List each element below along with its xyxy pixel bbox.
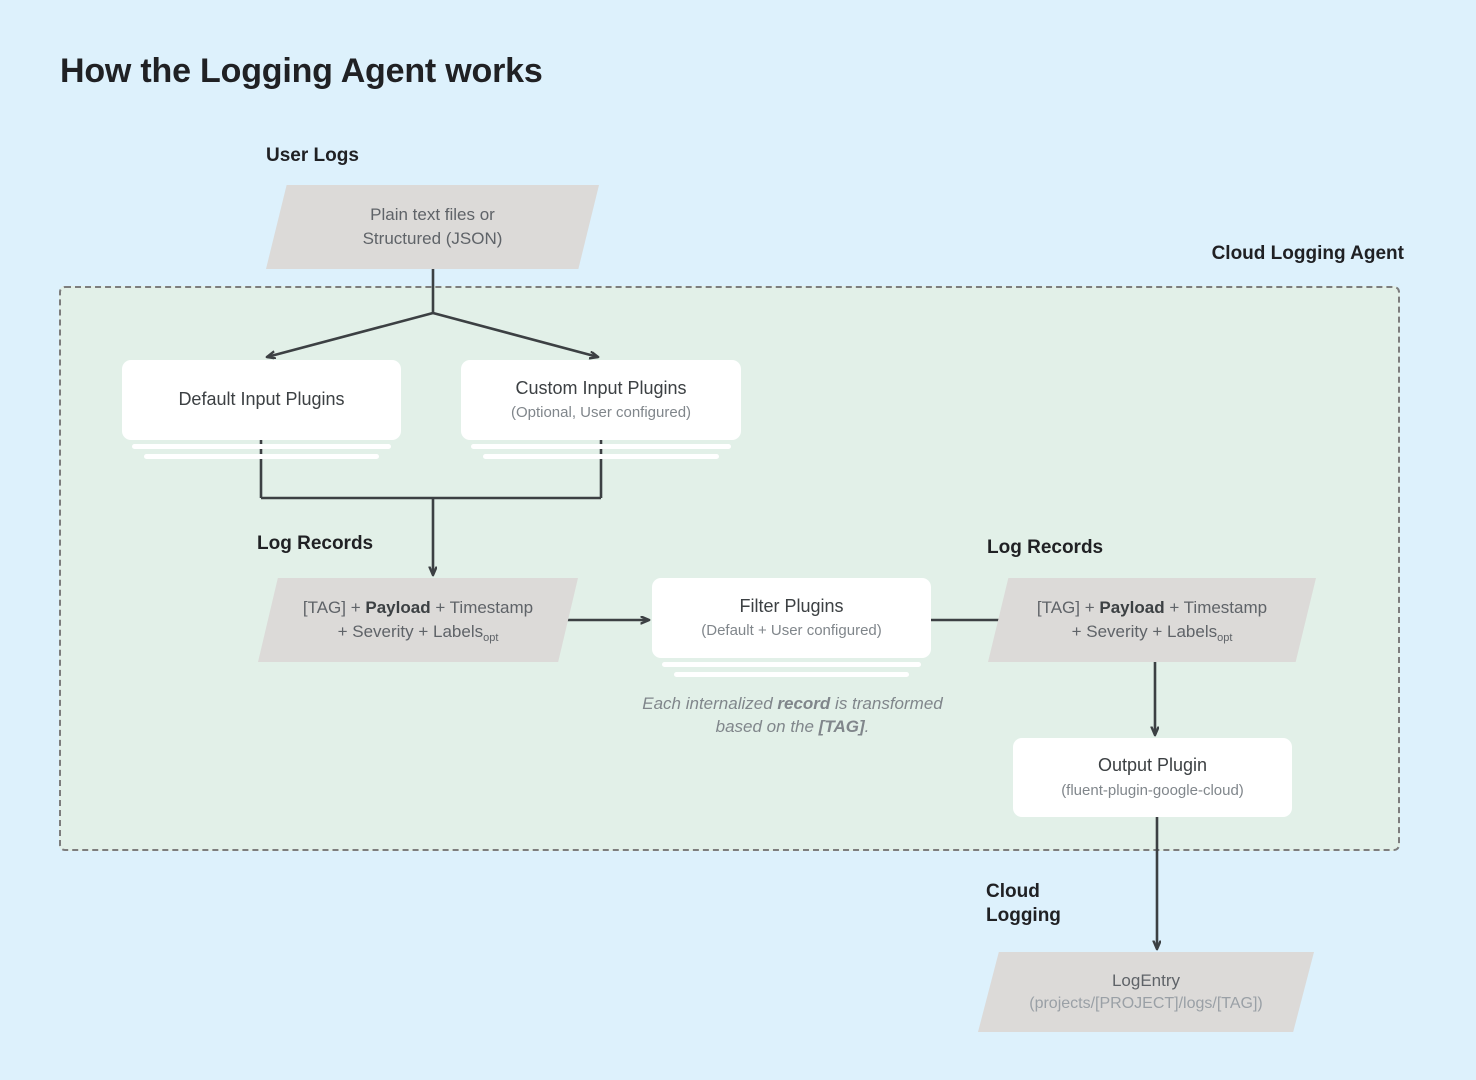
node-output-plugin[interactable]: Output Plugin (fluent-plugin-google-clou… <box>1013 738 1292 817</box>
log-entry-subtitle: (projects/[PROJECT]/logs/[TAG]) <box>1029 994 1263 1012</box>
card-stack-line-1 <box>471 444 731 449</box>
label-cloud-logging-agent: Cloud Logging Agent <box>1211 243 1404 264</box>
custom-input-plugins-subtitle: (Optional, User configured) <box>510 404 692 422</box>
caption-bold-tag: [TAG] <box>818 717 865 737</box>
node-user-logs-source[interactable]: Plain text files or Structured (JSON) <box>266 185 599 269</box>
label-user-logs: User Logs <box>266 145 359 166</box>
card-stack-line-2 <box>144 454 379 459</box>
log-records-left-rest2: + Severity + Labels <box>337 622 484 641</box>
log-records-left-rest1: + Timestamp <box>430 597 534 617</box>
page-title: How the Logging Agent works <box>60 52 543 90</box>
card-stack-line-1 <box>662 662 921 667</box>
label-cloud-logging-line2: Logging <box>986 905 1061 927</box>
card-stack-line-2 <box>674 672 909 677</box>
caption-part2: is transformed based on the <box>715 694 943 737</box>
log-entry-title: LogEntry <box>1111 970 1181 990</box>
filter-transform-caption: Each internalized record is transformed … <box>640 692 945 739</box>
node-log-records-right[interactable]: [TAG] + Payload + Timestamp + Severity +… <box>988 578 1316 662</box>
label-cloud-logging-line1: Cloud <box>986 881 1040 902</box>
log-records-right-rest1: + Timestamp <box>1164 597 1268 617</box>
log-records-right-tag: [TAG] + <box>1036 597 1100 617</box>
filter-plugins-title: Filter Plugins <box>739 595 844 616</box>
label-log-records-left: Log Records <box>257 533 374 554</box>
card-stack-line-2 <box>483 454 719 459</box>
caption-part3: . <box>864 717 870 737</box>
log-records-right-sub: opt <box>1217 632 1233 644</box>
custom-input-plugins-title: Custom Input Plugins <box>515 377 687 398</box>
log-records-left-tag: [TAG] + <box>302 597 366 617</box>
node-log-records-left[interactable]: [TAG] + Payload + Timestamp + Severity +… <box>258 578 578 662</box>
node-log-entry[interactable]: LogEntry (projects/[PROJECT]/logs/[TAG]) <box>978 952 1314 1032</box>
user-logs-line2: Structured (JSON) <box>362 229 503 248</box>
log-records-right-rest2: + Severity + Labels <box>1071 622 1218 641</box>
log-records-right-payload: Payload <box>1099 597 1165 617</box>
default-input-plugins-title: Default Input Plugins <box>178 389 345 410</box>
log-records-left-sub: opt <box>483 632 499 644</box>
node-default-input-plugins[interactable]: Default Input Plugins <box>122 360 401 459</box>
card-stack-line-1 <box>132 444 391 449</box>
label-log-records-right: Log Records <box>987 537 1104 558</box>
node-custom-input-plugins[interactable]: Custom Input Plugins (Optional, User con… <box>461 360 741 459</box>
caption-bold-record: record <box>777 694 831 713</box>
user-logs-line1: Plain text files or <box>370 204 495 224</box>
output-plugin-title: Output Plugin <box>1097 755 1208 776</box>
label-cloud-logging: Cloud Logging <box>986 880 1061 929</box>
filter-plugins-subtitle: (Default + User configured) <box>701 622 882 640</box>
output-plugin-subtitle: (fluent-plugin-google-cloud) <box>1061 781 1244 799</box>
node-filter-plugins[interactable]: Filter Plugins (Default + User configure… <box>652 578 931 677</box>
caption-part1: Each internalized <box>642 694 778 713</box>
log-records-left-payload: Payload <box>365 597 431 617</box>
